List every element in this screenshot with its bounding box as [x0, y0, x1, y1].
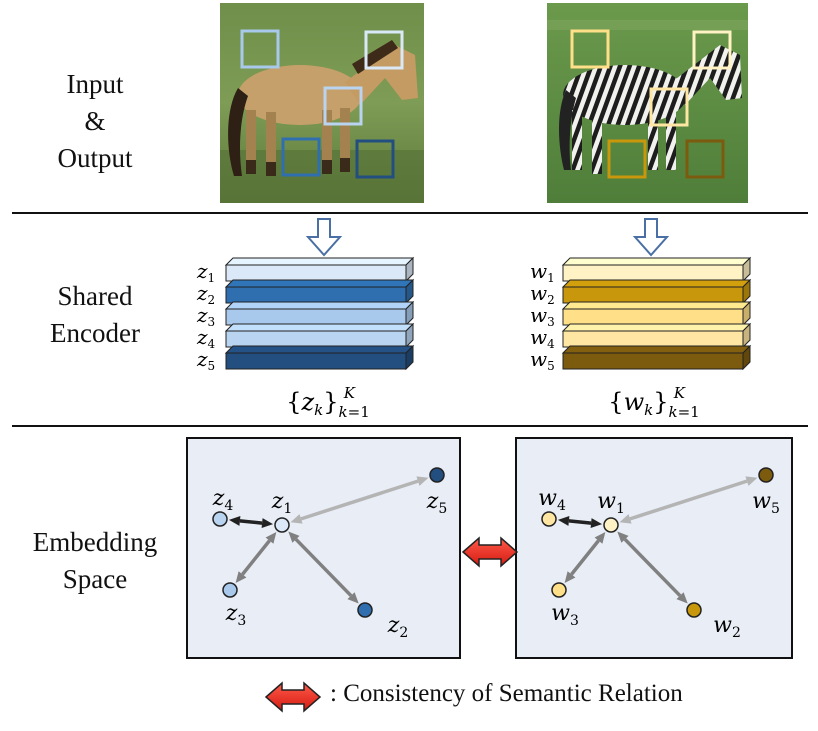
embedding-node	[429, 467, 445, 483]
feature-vector	[561, 278, 752, 305]
legend-double-arrow-icon	[264, 681, 322, 713]
embedding-node-label: w5	[752, 489, 780, 517]
embedding-node-label: z3	[225, 601, 247, 629]
embedding-node-label: z5	[426, 489, 448, 517]
embedding-node-label: z1	[271, 489, 293, 517]
patch-boxes-zebra	[570, 29, 732, 179]
feature-vector	[224, 322, 415, 349]
embedding-node-label: w4	[538, 486, 566, 514]
feature-label: w3	[530, 303, 555, 329]
feature-label: w5	[530, 347, 555, 373]
feature-vector	[224, 344, 415, 371]
consistency-double-arrow-icon	[461, 536, 519, 568]
feature-label: z2	[196, 281, 215, 307]
embedding-node	[222, 582, 238, 598]
row-label-embedding-space: Embedding Space	[10, 524, 180, 598]
down-arrow-icon	[305, 218, 343, 257]
row-label-line: &	[84, 106, 106, 136]
row-label-line: Shared	[57, 281, 133, 311]
feature-label: z3	[196, 303, 215, 329]
feature-label: w1	[530, 259, 555, 285]
feature-vector	[561, 256, 752, 283]
feature-vector	[224, 300, 415, 327]
feature-label: z1	[196, 259, 215, 285]
embedding-node	[212, 511, 228, 527]
embedding-node	[603, 517, 619, 533]
embedding-graph-z: z1 z2 z3 z4 z5	[212, 467, 448, 641]
feature-vector	[224, 256, 415, 283]
relation-arrow	[290, 476, 429, 524]
feature-label: w4	[530, 325, 555, 351]
embedding-node	[541, 511, 557, 527]
feature-set-label-w: {wk}k=1K	[608, 384, 699, 421]
row-label-line: Embedding	[32, 527, 158, 557]
horse-silhouette	[228, 40, 418, 176]
down-arrow-icon	[632, 218, 670, 257]
row-label-line: Input	[66, 69, 124, 99]
embedding-node-label: z4	[212, 486, 234, 514]
row-label-input-output: Input & Output	[20, 66, 170, 177]
relation-arrow	[288, 531, 359, 604]
horse-image	[220, 3, 424, 203]
embedding-panel-w	[515, 437, 793, 659]
patch-boxes-horse	[240, 29, 404, 179]
feature-vector	[561, 344, 752, 371]
embedding-node-label: w2	[713, 613, 741, 641]
embedding-node	[686, 602, 702, 618]
zebra-image	[547, 3, 748, 203]
row-label-line: Space	[62, 564, 128, 594]
embedding-node	[274, 517, 290, 533]
feature-vector	[224, 278, 415, 305]
relation-arrow	[564, 532, 606, 583]
zebra-silhouette	[559, 45, 742, 174]
legend-text: : Consistency of Semantic Relation	[330, 680, 683, 707]
embedding-node-label: w3	[551, 601, 579, 629]
row-label-line: Encoder	[50, 318, 140, 348]
relation-arrow	[235, 532, 277, 583]
embedding-graph-w: w1 w2 w3 w4 w5	[538, 467, 780, 641]
relation-arrow	[228, 515, 274, 529]
feature-label: w2	[530, 281, 555, 307]
embedding-node-label: z2	[387, 613, 409, 641]
embedding-node-label: w1	[597, 489, 625, 517]
feature-vector	[561, 300, 752, 327]
embedding-node	[551, 582, 567, 598]
feature-label: z4	[196, 325, 216, 351]
feature-label: z5	[196, 347, 215, 373]
feature-vector	[561, 322, 752, 349]
feature-set-label-z: {zk}k=1K	[286, 384, 370, 421]
relation-arrow	[617, 531, 688, 604]
embedding-node	[357, 602, 373, 618]
relation-arrow	[619, 476, 758, 524]
embedding-node	[758, 467, 774, 483]
embedding-panel-z	[186, 437, 461, 659]
row-label-shared-encoder: Shared Encoder	[20, 278, 170, 352]
relation-arrow	[557, 515, 603, 529]
row-label-line: Output	[57, 143, 133, 173]
